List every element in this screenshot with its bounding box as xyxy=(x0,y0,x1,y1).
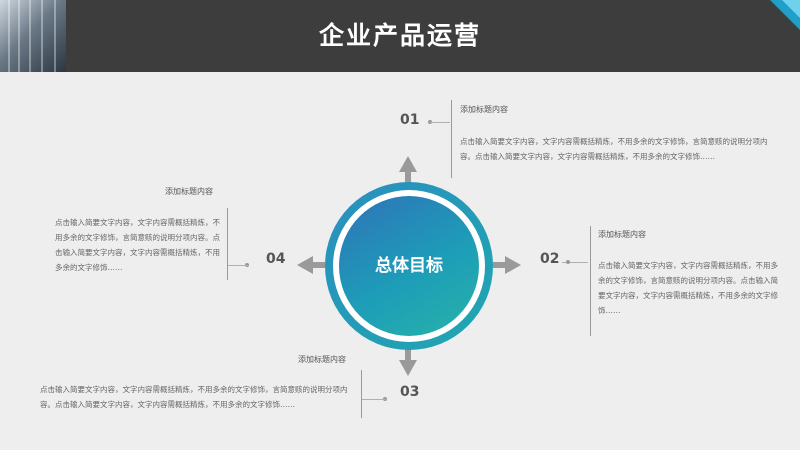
section-01-number: 01 xyxy=(400,112,420,128)
section-01-divider xyxy=(451,100,452,178)
section-03-divider xyxy=(361,370,362,418)
arrow-left-icon xyxy=(297,256,325,274)
section-01-connector xyxy=(430,122,450,123)
section-04-heading: 添加标题内容 xyxy=(165,187,213,196)
section-02-body: 点击输入简要文字内容，文字内容需概括精炼，不用多余的文字修饰，言简意赅的说明分项… xyxy=(598,261,778,315)
header-photo xyxy=(0,0,66,72)
section-03-body: 点击输入简要文字内容，文字内容需概括精炼，不用多余的文字修饰，言简意赅的说明分项… xyxy=(40,385,348,409)
section-01-heading: 添加标题内容 xyxy=(460,105,508,114)
section-02-connector xyxy=(562,262,588,263)
header-bar xyxy=(0,0,800,72)
section-02-heading: 添加标题内容 xyxy=(598,230,646,239)
section-02-dot xyxy=(566,260,570,264)
center-label: 总体目标 xyxy=(375,256,443,276)
section-04-connector xyxy=(228,265,248,266)
section-04-divider xyxy=(227,208,228,280)
header-corner-accent-light xyxy=(782,0,800,18)
section-01-body: 点击输入简要文字内容，文字内容需概括精炼，不用多余的文字修饰，言简意赅的说明分项… xyxy=(460,137,768,161)
section-03-connector xyxy=(362,399,386,400)
center-circle xyxy=(339,196,479,336)
section-04-body: 点击输入简要文字内容，文字内容需概括精炼，不用多余的文字修饰，言简意赅的说明分项… xyxy=(55,218,220,272)
section-03-heading: 添加标题内容 xyxy=(298,355,346,364)
page-title: 企业产品运营 xyxy=(318,21,481,50)
arrow-down-icon xyxy=(399,348,417,376)
section-03-number: 03 xyxy=(400,384,420,400)
arrow-up-icon xyxy=(399,156,417,184)
section-02-number: 02 xyxy=(540,251,560,267)
arrow-right-icon xyxy=(493,256,521,274)
section-02-divider xyxy=(590,226,591,336)
section-04-number: 04 xyxy=(266,251,286,267)
